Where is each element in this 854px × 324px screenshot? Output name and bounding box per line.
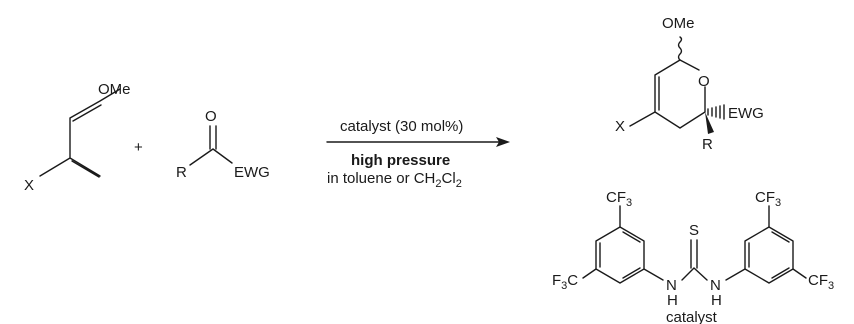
catalyst-linker-bonds	[643, 239, 746, 281]
product-o-label: O	[698, 73, 710, 90]
catalyst-h-right: H	[711, 292, 722, 309]
product-ewg-label: EWG	[728, 105, 764, 122]
pressure-label: high pressure	[351, 152, 450, 169]
product-x-label: X	[615, 118, 625, 135]
diene-x-label: X	[24, 177, 34, 194]
catalyst-cf3-right-top: CF3	[755, 189, 781, 209]
catalyst-cf3-right-bottom: CF3	[808, 272, 834, 292]
carbonyl-bonds	[189, 125, 233, 166]
diene-structure: OMe X	[24, 81, 131, 194]
reaction-arrow	[326, 137, 510, 147]
catalyst-cf3-left-top: CF3	[606, 189, 632, 209]
catalyst-cf3-bonds	[582, 205, 807, 279]
catalyst-right-ring	[744, 226, 794, 284]
solvent-label: in toluene or CH2Cl2	[327, 170, 462, 190]
catalyst-n-left: N	[666, 277, 677, 294]
product-wedge-bond	[705, 112, 714, 134]
carbonyl-ewg-label: EWG	[234, 164, 270, 181]
carbonyl-structure: O R EWG	[176, 108, 270, 181]
catalyst-caption: catalyst	[666, 309, 718, 324]
product-ring-bonds	[654, 59, 706, 129]
product-hash-bond	[707, 104, 725, 120]
catalyst-left-ring	[595, 226, 645, 284]
product-x-bond	[629, 111, 656, 127]
product-wavy-bond	[677, 36, 683, 61]
product-r-label: R	[702, 136, 713, 153]
diene-bonds	[39, 88, 121, 178]
catalyst-f3c-left: F3C	[552, 272, 578, 292]
catalyst-loading-label: catalyst (30 mol%)	[340, 118, 463, 135]
product-ome-label: OMe	[662, 15, 695, 32]
catalyst-structure: CF3 CF3 F3C CF3 S N H N H catalyst	[552, 189, 834, 324]
catalyst-n-right: N	[710, 277, 721, 294]
plus-sign: +	[134, 139, 143, 156]
product-structure: OMe O X EWG R	[615, 15, 764, 153]
catalyst-h-left: H	[667, 292, 678, 309]
catalyst-s-label: S	[689, 222, 699, 239]
carbonyl-o-label: O	[205, 108, 217, 125]
diene-ome-label: OMe	[98, 81, 131, 98]
carbonyl-r-label: R	[176, 164, 187, 181]
